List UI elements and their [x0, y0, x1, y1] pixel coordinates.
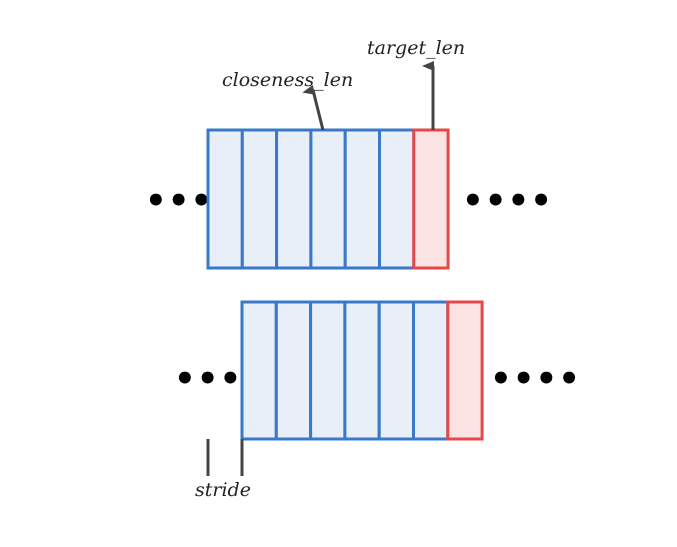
closeness-len-label: closeness_len	[222, 69, 353, 91]
stride-label: stride	[195, 479, 251, 501]
closeness-len-arrow	[302, 84, 325, 131]
closeness-cell-1	[206, 128, 244, 270]
second-window-cells	[240, 300, 484, 441]
first-window-row: •••• ••••	[145, 128, 553, 270]
closeness-cell-2	[274, 300, 313, 441]
target-cell-7	[412, 128, 450, 270]
closeness-cell-1	[240, 300, 278, 441]
right-ellipsis-bottom: ••••	[490, 359, 581, 399]
closeness-cell-5	[343, 128, 382, 270]
closeness-cell-6	[412, 300, 450, 441]
right-ellipsis-top: ••••	[462, 181, 553, 221]
second-window-row: •••• ••••	[174, 300, 581, 441]
closeness-cell-3	[275, 128, 313, 270]
closeness-cell-2	[240, 128, 279, 270]
closeness-cell-5	[377, 300, 416, 441]
target-cell-7	[446, 300, 484, 441]
closeness-cell-6	[378, 128, 416, 270]
closeness-cell-3	[309, 300, 347, 441]
closeness-cell-4	[309, 128, 347, 270]
closeness-cell-4	[343, 300, 381, 441]
target-len-label: target_len	[367, 37, 465, 59]
first-window-cells	[206, 128, 450, 270]
